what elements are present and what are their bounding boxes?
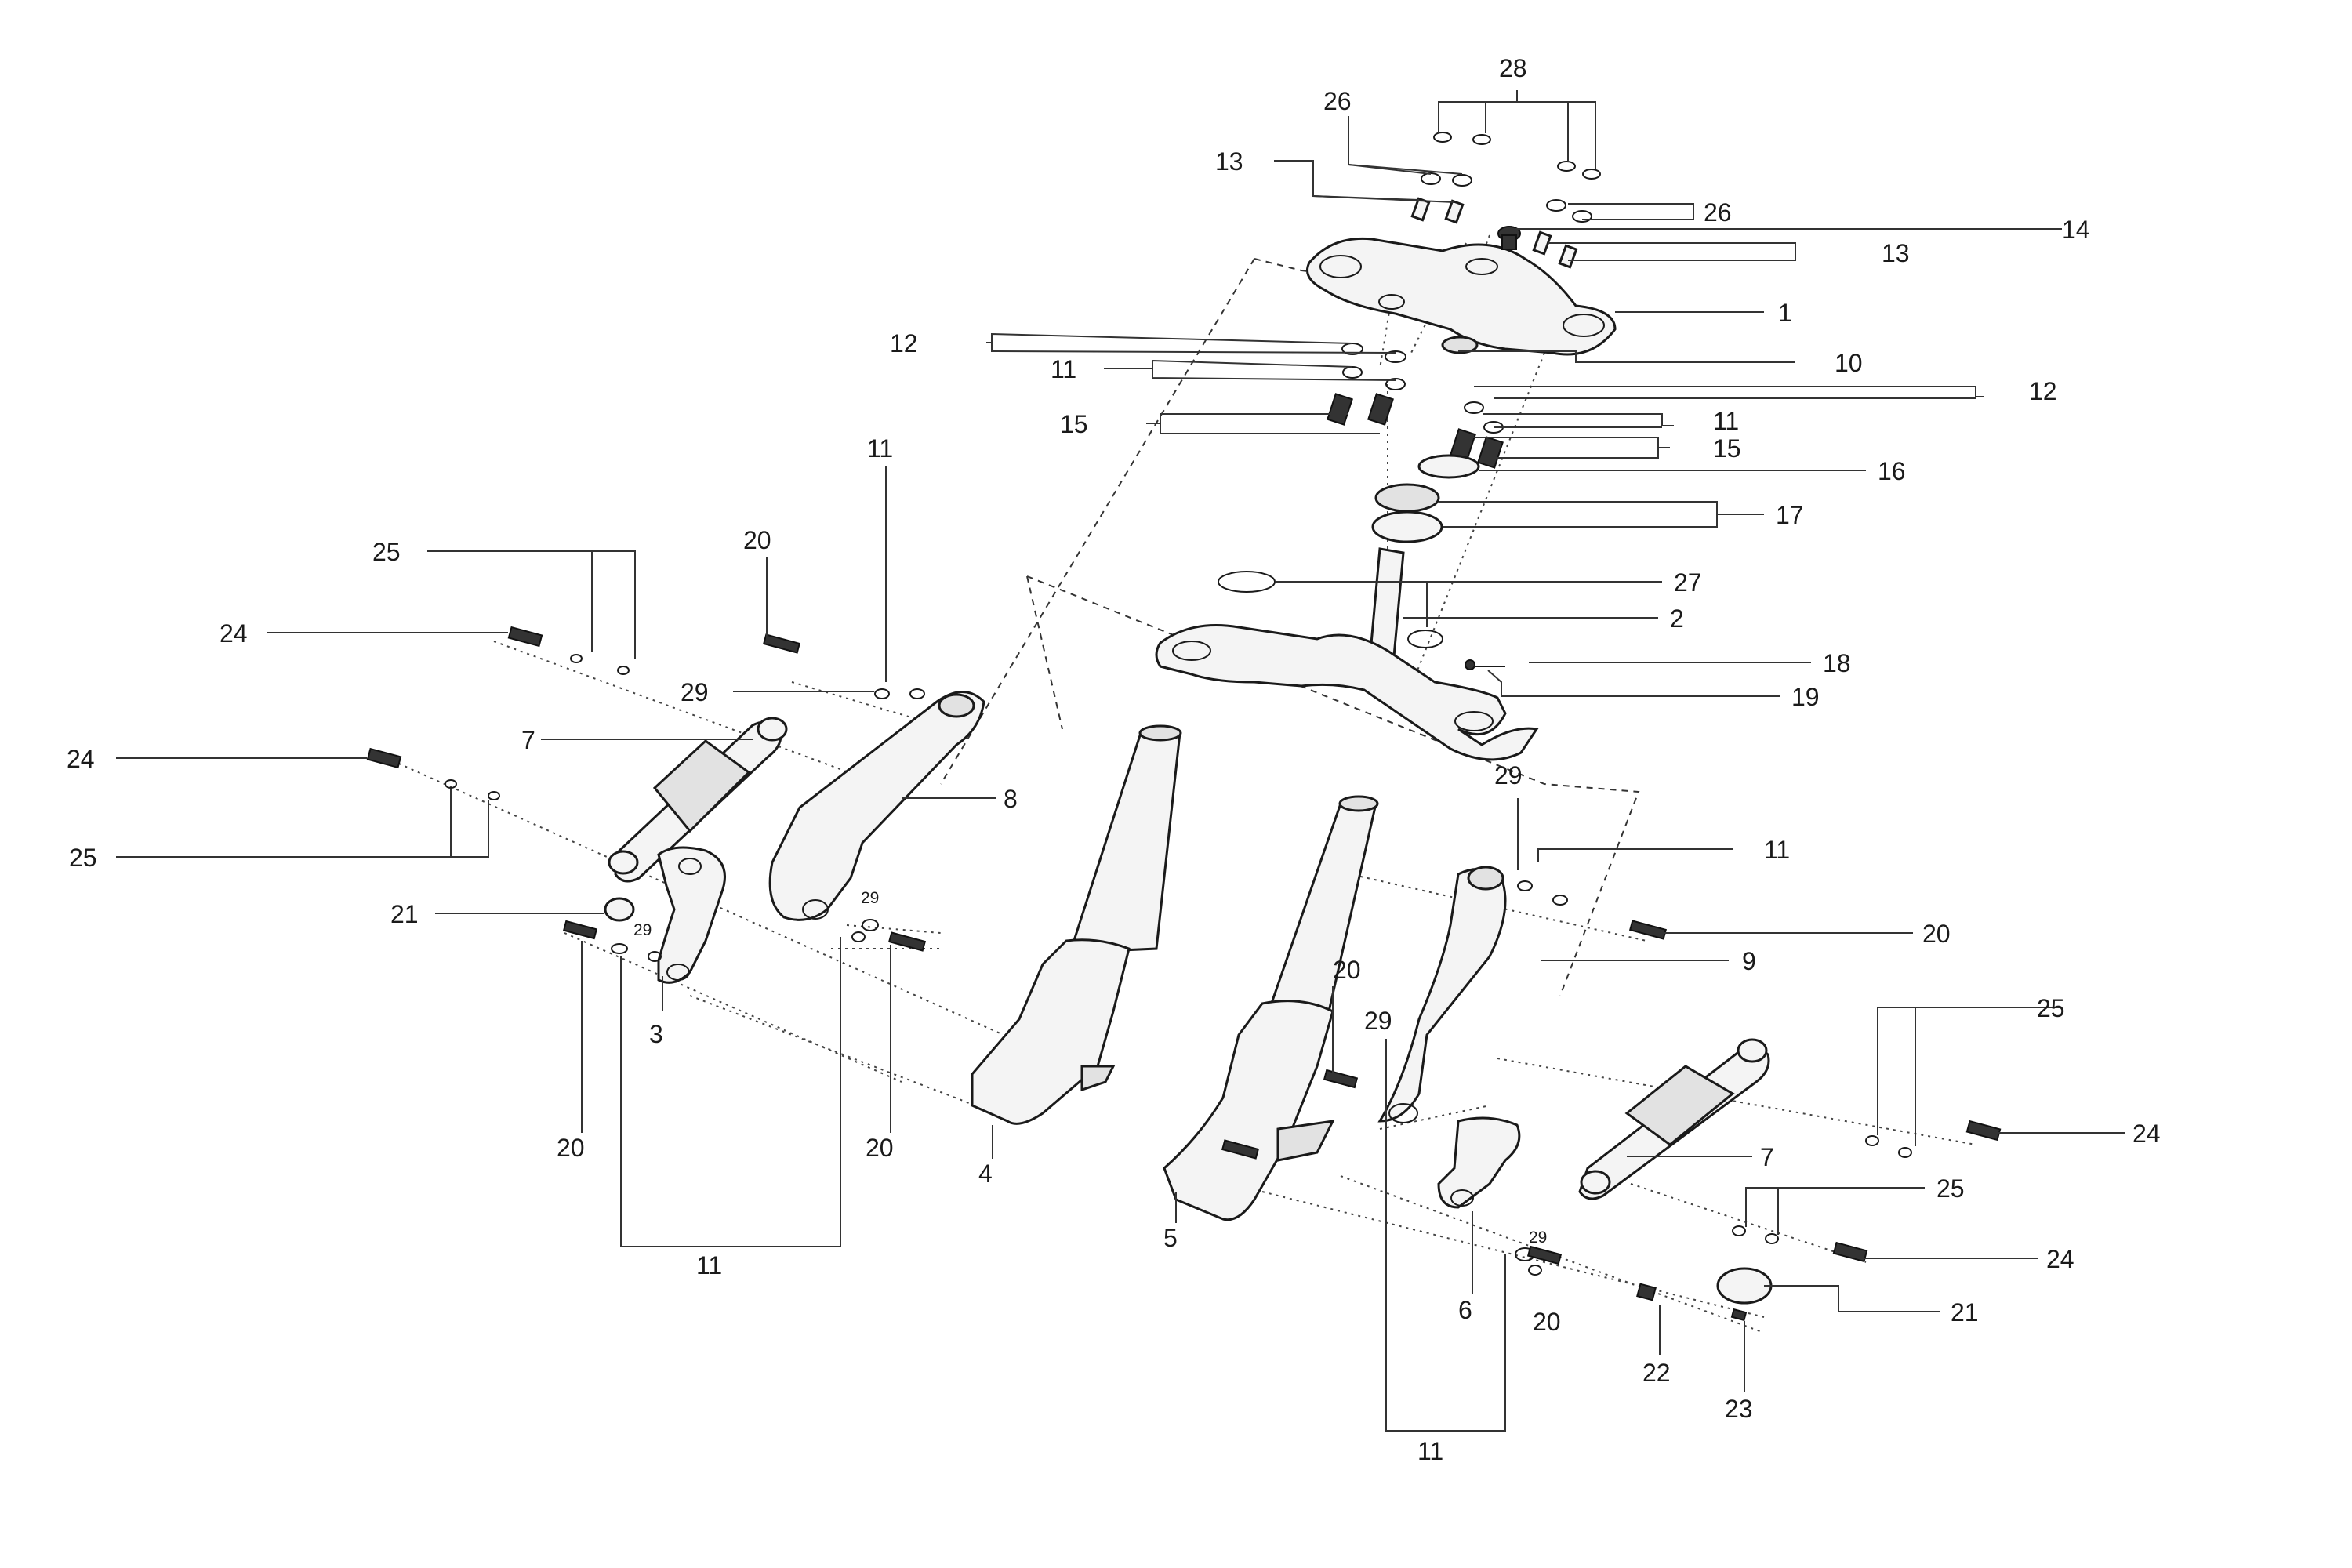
callout-11: 11: [1764, 836, 1790, 864]
callout-11: 11: [1713, 407, 1739, 435]
callout-24: 24: [67, 745, 95, 773]
callout-29: 29: [681, 678, 709, 706]
callout-11: 11: [1417, 1437, 1443, 1465]
assembly-guide-lines: [391, 234, 1976, 1334]
callout-17: 17: [1776, 501, 1804, 529]
callout-29: 29: [1364, 1007, 1392, 1035]
leader-lines: [116, 90, 2125, 1432]
callout-21: 21: [1951, 1298, 1979, 1327]
washers-and-bolts-lower: [366, 626, 2002, 1322]
callout-20: 20: [743, 526, 771, 554]
callout-1: 1: [1778, 299, 1792, 327]
bracket-right: [1437, 1116, 1521, 1209]
callout-14: 14: [2062, 216, 2090, 244]
callout-11: 11: [1051, 355, 1076, 383]
fork-tube-right: [1163, 795, 1379, 1221]
steering-stem-and-lower-clamp: [1155, 547, 1539, 761]
shock-absorber-right: [1578, 1038, 1770, 1200]
callout-labels: 28 26 13 26 14 13 1 12 11 10 12 15 11 15…: [67, 54, 2161, 1465]
callout-12: 12: [890, 329, 918, 358]
callout-13: 13: [1215, 147, 1243, 176]
callout-9: 9: [1742, 947, 1756, 975]
callout-22: 22: [1642, 1359, 1671, 1387]
callout-29: 29: [1529, 1229, 1547, 1247]
callout-11: 11: [867, 434, 893, 463]
callout-16: 16: [1878, 457, 1906, 485]
callout-20: 20: [1922, 920, 1951, 948]
bracket-left: [657, 846, 726, 984]
callout-19: 19: [1791, 683, 1820, 711]
callout-7: 7: [1760, 1143, 1774, 1171]
top-triple-clamp: [1306, 226, 1617, 356]
callout-10: 10: [1835, 349, 1863, 377]
callout-11: 11: [696, 1251, 722, 1279]
callout-7: 7: [521, 726, 535, 754]
callout-21: 21: [390, 900, 419, 928]
callout-24: 24: [220, 619, 248, 648]
small-hardware-top: [1218, 132, 1601, 648]
callout-20: 20: [1333, 956, 1361, 984]
swing-arm-left: [768, 691, 985, 921]
callout-5: 5: [1163, 1224, 1178, 1252]
callout-6: 6: [1458, 1296, 1472, 1324]
callout-20: 20: [866, 1134, 894, 1162]
callout-29: 29: [861, 889, 879, 907]
callout-24: 24: [2046, 1245, 2074, 1273]
callout-20: 20: [557, 1134, 585, 1162]
callout-25: 25: [69, 844, 97, 872]
callout-23: 23: [1725, 1395, 1753, 1423]
callout-15: 15: [1060, 410, 1088, 438]
callout-25: 25: [372, 538, 401, 566]
callout-25: 25: [1936, 1174, 1965, 1203]
callout-15: 15: [1713, 434, 1741, 463]
callout-27: 27: [1674, 568, 1702, 597]
callout-29: 29: [1494, 761, 1523, 789]
callout-29: 29: [633, 921, 652, 939]
callout-25: 25: [2037, 994, 2065, 1022]
callout-3: 3: [649, 1020, 663, 1048]
callout-2: 2: [1670, 604, 1684, 633]
callout-18: 18: [1823, 649, 1851, 677]
shock-absorber-left: [608, 717, 788, 883]
callout-12: 12: [2029, 377, 2057, 405]
callout-13: 13: [1882, 239, 1910, 267]
callout-26: 26: [1323, 87, 1352, 115]
callout-28: 28: [1499, 54, 1527, 82]
callout-20: 20: [1533, 1308, 1561, 1336]
callout-8: 8: [1004, 785, 1018, 813]
swing-arm-right: [1377, 866, 1507, 1123]
callout-4: 4: [978, 1160, 993, 1188]
fork-tube-left: [971, 724, 1182, 1125]
callout-26: 26: [1704, 198, 1732, 227]
callout-24: 24: [2132, 1120, 2161, 1148]
